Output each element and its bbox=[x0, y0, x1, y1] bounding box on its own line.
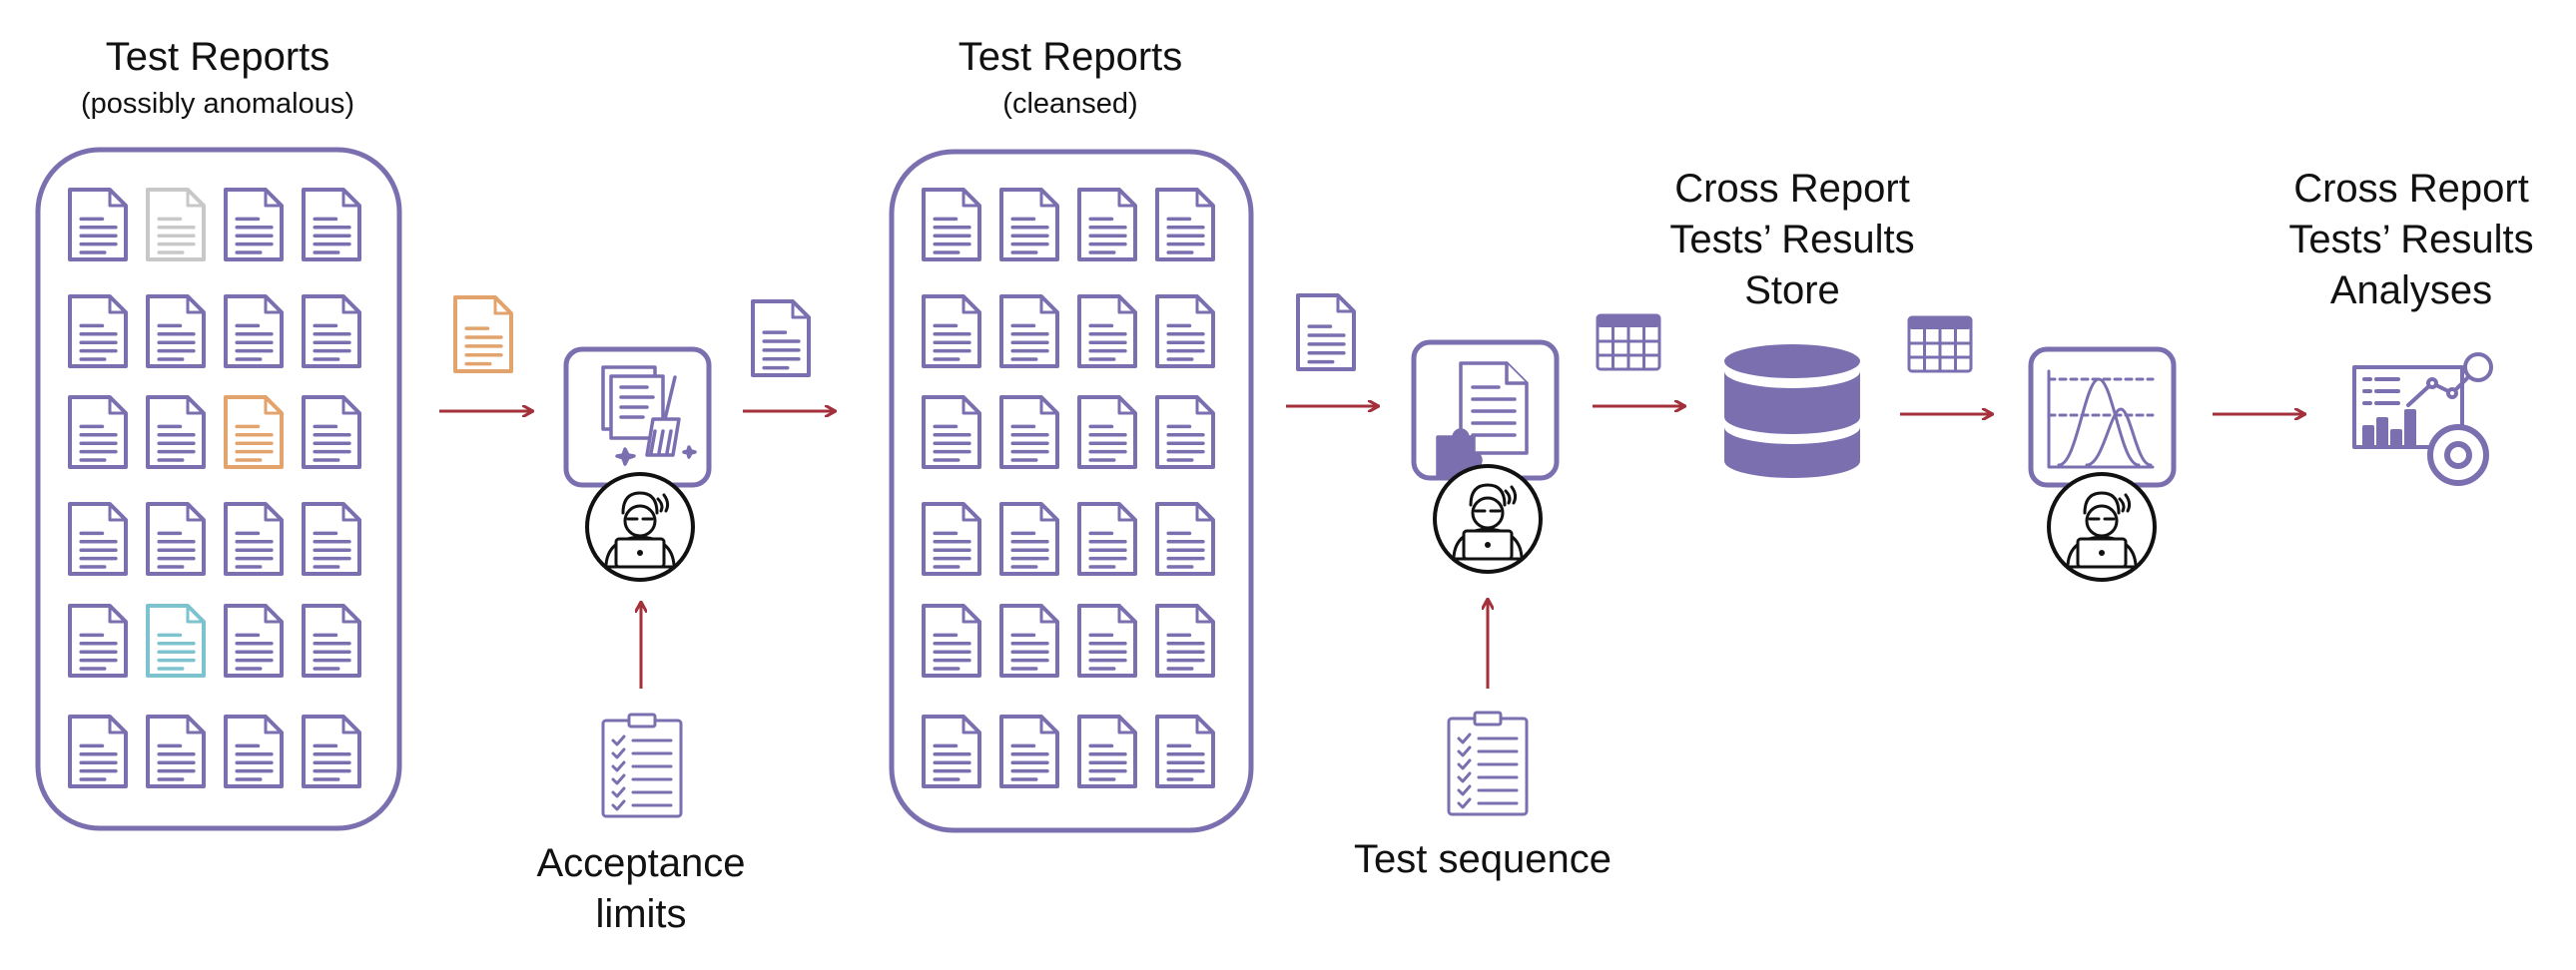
table-icon bbox=[1596, 313, 1661, 371]
document-icon bbox=[1077, 188, 1137, 261]
document-icon bbox=[922, 294, 981, 368]
document-icon bbox=[1155, 502, 1215, 576]
document-icon bbox=[302, 604, 361, 678]
document-icon bbox=[302, 715, 361, 788]
checklist-clipboard-icon bbox=[1447, 711, 1529, 816]
analyses-label-line3: Analyses bbox=[2329, 268, 2493, 312]
cleansed-document-icon bbox=[1296, 293, 1356, 371]
checklist-clipboard-icon bbox=[601, 713, 683, 818]
store-label-line1: Cross Report bbox=[1674, 167, 1910, 211]
engineer-at-laptop-icon bbox=[585, 472, 695, 582]
document-icon bbox=[302, 294, 361, 368]
document-icon bbox=[1077, 715, 1137, 788]
store-label-line3: Store bbox=[1744, 268, 1840, 312]
anomalous-document-icon bbox=[453, 295, 513, 373]
document-icon bbox=[68, 188, 128, 261]
document-icon bbox=[68, 395, 128, 469]
document-icon bbox=[1077, 502, 1137, 576]
document-icon bbox=[68, 604, 128, 678]
document-icon bbox=[302, 188, 361, 261]
document-icon bbox=[146, 715, 206, 788]
clean-reports-grid bbox=[922, 188, 1215, 788]
document-icon bbox=[999, 395, 1059, 469]
document-icon bbox=[224, 502, 284, 576]
document-icon bbox=[922, 604, 981, 678]
engineer-at-laptop-icon bbox=[1433, 464, 1543, 574]
test-sequence-label: Test sequence bbox=[1354, 837, 1611, 881]
raw-reports-container bbox=[35, 147, 402, 831]
document-icon bbox=[1155, 395, 1215, 469]
document-icon bbox=[999, 502, 1059, 576]
raw-reports-subtitle: (possibly anomalous) bbox=[80, 88, 354, 120]
acceptance-limits-label-line2: limits bbox=[595, 892, 687, 936]
database-icon bbox=[1724, 344, 1860, 478]
document-icon bbox=[224, 395, 284, 469]
document-icon bbox=[224, 188, 284, 261]
raw-reports-grid bbox=[68, 188, 361, 788]
document-icon bbox=[1155, 294, 1215, 368]
document-icon bbox=[1155, 604, 1215, 678]
document-icon bbox=[146, 502, 206, 576]
raw-reports-title: Test Reports bbox=[105, 35, 330, 79]
document-icon bbox=[999, 294, 1059, 368]
document-icon bbox=[68, 715, 128, 788]
document-icon bbox=[146, 395, 206, 469]
clean-reports-container bbox=[889, 149, 1254, 833]
clean-reports-title: Test Reports bbox=[958, 35, 1183, 79]
document-icon bbox=[922, 395, 981, 469]
distribution-chart-icon bbox=[2047, 369, 2155, 469]
document-icon bbox=[999, 188, 1059, 261]
document-icon bbox=[68, 502, 128, 576]
document-icon bbox=[302, 395, 361, 469]
document-icon bbox=[1077, 604, 1137, 678]
store-label-line2: Tests’ Results bbox=[1669, 218, 1915, 261]
document-icon bbox=[146, 604, 206, 678]
analysis-process-box bbox=[2028, 346, 2177, 488]
dashboard-icon bbox=[2352, 352, 2493, 486]
document-icon bbox=[1077, 294, 1137, 368]
document-icon bbox=[68, 294, 128, 368]
document-icon bbox=[1077, 395, 1137, 469]
puzzle-document-icon bbox=[1436, 361, 1529, 477]
cleansed-document-icon bbox=[751, 299, 811, 377]
document-icon bbox=[999, 604, 1059, 678]
clean-reports-subtitle: (cleansed) bbox=[1002, 88, 1138, 120]
loose-documents bbox=[453, 293, 1356, 377]
document-icon bbox=[302, 502, 361, 576]
document-icon bbox=[224, 715, 284, 788]
document-icon bbox=[146, 294, 206, 368]
acceptance-limits-label-line1: Acceptance bbox=[536, 841, 746, 885]
table-icon bbox=[1907, 315, 1973, 373]
document-icon bbox=[922, 502, 981, 576]
document-icon bbox=[146, 188, 206, 261]
analyses-label-line1: Cross Report bbox=[2293, 167, 2529, 211]
document-icon bbox=[224, 294, 284, 368]
document-icon bbox=[922, 715, 981, 788]
document-icon bbox=[224, 604, 284, 678]
cleansing-broom-icon bbox=[601, 365, 697, 466]
document-icon bbox=[1155, 715, 1215, 788]
document-icon bbox=[1155, 188, 1215, 261]
document-icon bbox=[922, 188, 981, 261]
document-icon bbox=[999, 715, 1059, 788]
analyses-label-line2: Tests’ Results bbox=[2288, 218, 2534, 261]
engineer-at-laptop-icon bbox=[2047, 472, 2157, 582]
